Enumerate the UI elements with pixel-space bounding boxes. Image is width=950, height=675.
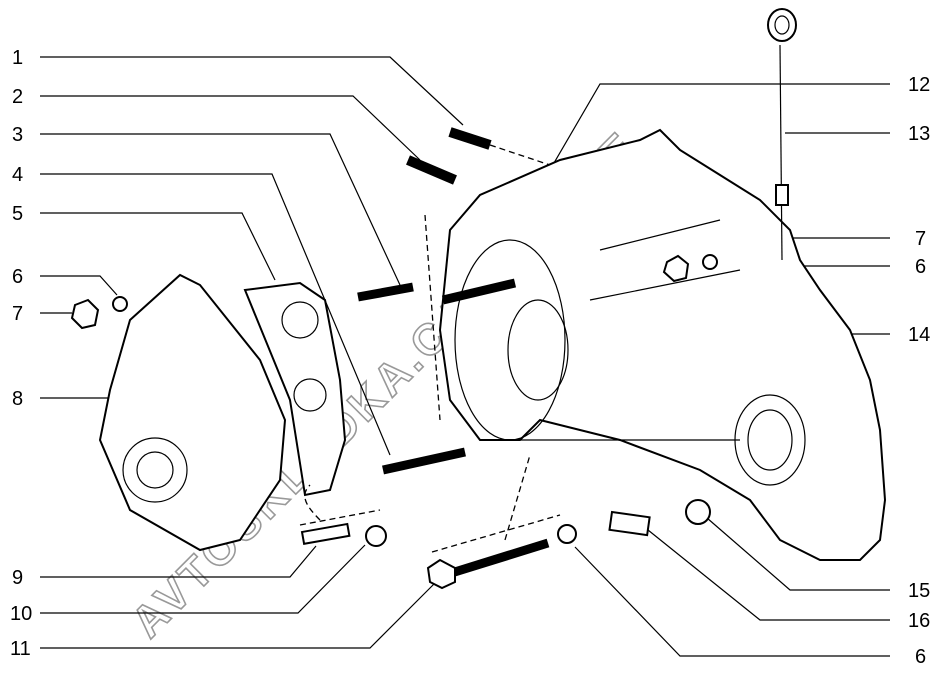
- callout-13: 13: [908, 123, 930, 145]
- studs: [357, 127, 517, 475]
- small-parts: [70, 254, 718, 590]
- dipstick: [767, 8, 797, 261]
- callout-4: 4: [12, 164, 23, 186]
- callout-7: 7: [12, 303, 23, 325]
- callout-10: 10: [10, 603, 32, 625]
- callout-14: 14: [908, 324, 930, 346]
- callout-2: 2: [12, 86, 23, 108]
- cover-plate: [98, 273, 287, 552]
- callout-1: 1: [12, 47, 23, 69]
- callout-8: 8: [12, 388, 23, 410]
- callout-15: 15: [908, 580, 930, 602]
- callouts-left: 1 2 3 4 5 6 7 8 9 10 11: [10, 47, 32, 660]
- callout-11: 11: [10, 638, 31, 660]
- cover-gasket: [243, 281, 347, 497]
- callout-5: 5: [12, 203, 23, 225]
- gearbox-housing: [438, 128, 887, 561]
- callout-6-bottom: 6: [915, 646, 926, 668]
- callout-6-right: 6: [915, 256, 926, 278]
- callout-3: 3: [12, 124, 23, 146]
- callout-6: 6: [12, 266, 23, 288]
- callout-9: 9: [12, 567, 23, 589]
- callouts-right: 12 13 7 6 14 15 16 6: [908, 74, 930, 668]
- assembly-lines: [299, 144, 561, 553]
- callout-7-right: 7: [915, 228, 926, 250]
- callout-16: 16: [908, 610, 930, 632]
- callout-12: 12: [908, 74, 930, 96]
